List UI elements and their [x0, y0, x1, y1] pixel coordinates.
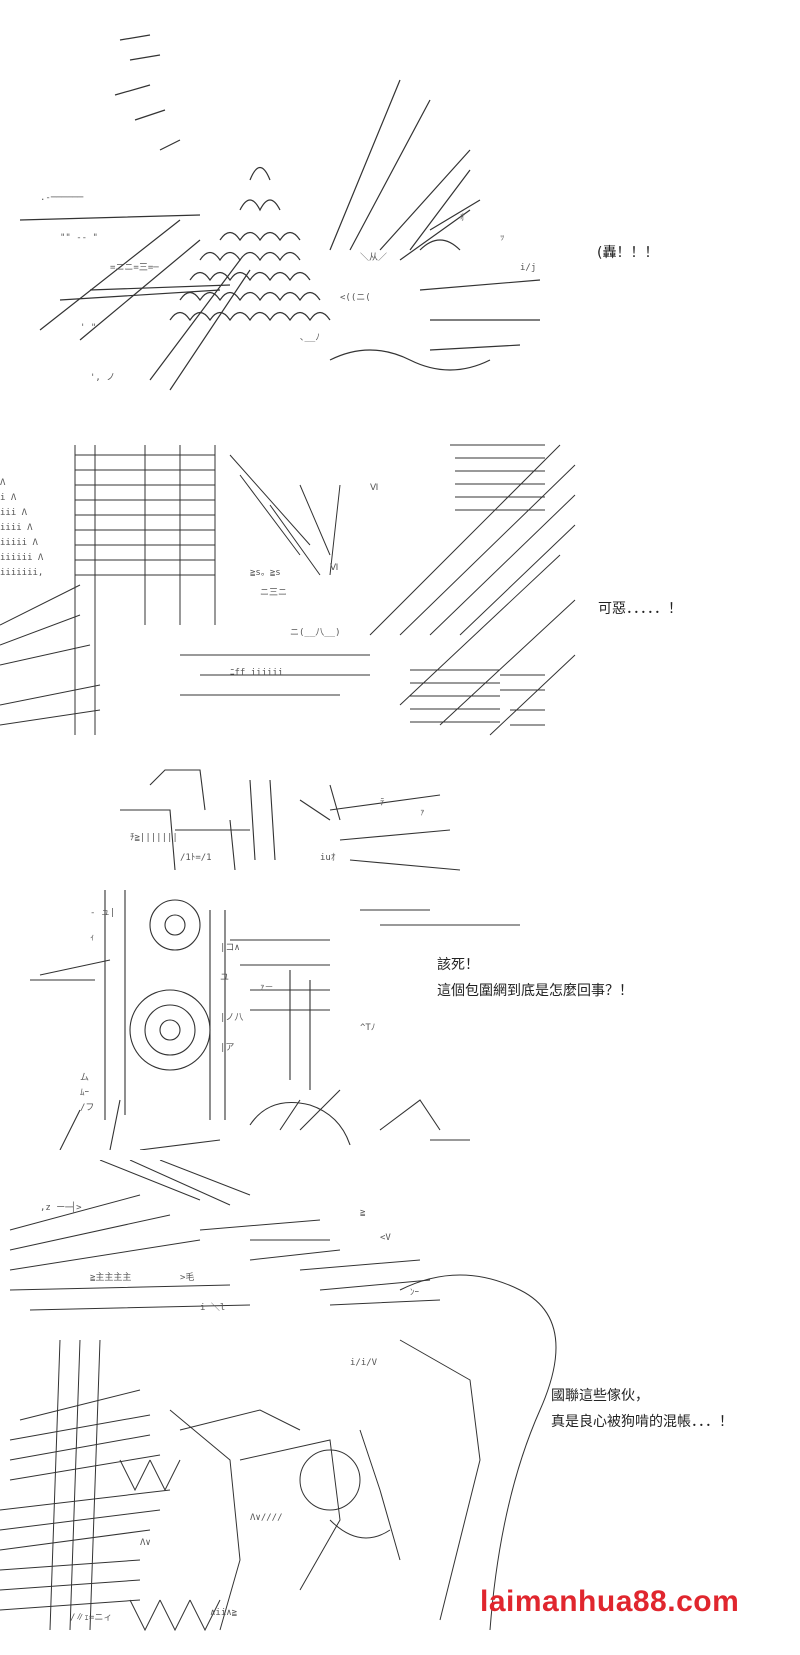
svg-text:iiii Λ: iiii Λ [0, 523, 33, 533]
svg-text:Λ∨////: Λ∨//// [250, 1513, 283, 1523]
svg-text:<V: <V [380, 1233, 391, 1243]
svg-text:≧: ≧ [360, 1208, 366, 1218]
svg-text:/1ﾄ=/1: /1ﾄ=/1 [180, 853, 212, 863]
svg-text:ｧ: ｧ [420, 808, 425, 818]
svg-text:ﾃ: ﾃ [380, 797, 385, 808]
svg-text:i ＼l: i ＼l [200, 1302, 225, 1313]
svg-text:', ノ: ', ノ [90, 373, 115, 383]
svg-text:iiiiiii,: iiiiiii, [0, 568, 43, 578]
dialogue-line: 這個包圍網到底是怎麼回事？！ [437, 983, 633, 999]
svg-text:∧ii∧≧: ∧ii∧≧ [210, 1608, 238, 1618]
dialogue-line: (轟！！！ [597, 245, 659, 261]
svg-text:/∥ｪ=ニィ: /∥ｪ=ニィ [70, 1613, 112, 1623]
svg-text:Λ: Λ [0, 478, 6, 488]
svg-text:|コ∧: |コ∧ [220, 943, 240, 953]
svg-text:=ニニ=三=─: =ニニ=三=─ [110, 263, 159, 273]
svg-text:^Tﾉ: ^Tﾉ [360, 1023, 375, 1033]
dialogue-line: 可惡．．．．．！ [598, 601, 682, 617]
svg-text:/フ: /フ [80, 1103, 94, 1113]
svg-text:i/j: i/j [520, 263, 536, 273]
svg-text:ｨ: ｨ [90, 933, 95, 943]
svg-text:<((ニ(: <((ニ( [340, 293, 371, 303]
svg-text:ム: ム [80, 1072, 89, 1083]
svg-text:iiiiii Λ: iiiiii Λ [0, 553, 44, 563]
svg-text:,z ー─┤>: ,z ー─┤> [40, 1201, 82, 1213]
panel-mecha: ﾁ≧||||||| /1ﾄ=/1 iuｵ - ュ| ｨ |コ∧ ユ ｧ－ |ノ八… [0, 760, 800, 1150]
svg-text:i Λ: i Λ [0, 493, 17, 503]
svg-text:ﾆff iiiiii: ﾆff iiiiii [230, 668, 283, 678]
dialogue-line: 該死！ [437, 957, 479, 973]
svg-text:iiiii Λ: iiiii Λ [0, 538, 39, 548]
svg-text:ｧ－: ｧ－ [260, 983, 274, 993]
panel-explosion: .-────── "" -- " =ニニ=三=─ <((ニ( ＼从／ ' " ｵ… [0, 0, 800, 420]
panel-entangled: ,z ー─┤> ≧主主主主 >毛 i ＼l ≧ <V ﾝｰ i/i/V /∥ｪ=… [0, 1160, 800, 1655]
svg-text:>毛: >毛 [180, 1271, 194, 1283]
svg-text:ﾑｰ: ﾑｰ [80, 1088, 90, 1098]
beam-clash-ascii-art: Λ i Λ iii Λ iiii Λ iiiii Λ iiiiii Λ iiii… [0, 444, 576, 736]
explosion-ascii-art: .-────── "" -- " =ニニ=三=─ <((ニ( ＼从／ ' " ｵ… [19, 34, 541, 391]
svg-text:≧s。≧s: ≧s。≧s [250, 568, 281, 578]
svg-text:＼从／: ＼从／ [360, 252, 387, 263]
dialogue-line: 真是良心被狗啃的混帳．．．！ [551, 1414, 733, 1430]
svg-text:"" -- ": "" -- " [60, 233, 98, 243]
svg-text:≧主主主主: ≧主主主主 [90, 1271, 131, 1283]
svg-text:iuｵ: iuｵ [320, 852, 336, 863]
entangled-ascii-art: ,z ー─┤> ≧主主主主 >毛 i ＼l ≧ <V ﾝｰ i/i/V /∥ｪ=… [0, 1160, 557, 1632]
svg-text:ﾝｰ: ﾝｰ [410, 1288, 420, 1298]
svg-text:iii Λ: iii Λ [0, 508, 28, 518]
svg-text:ニ三ニ: ニ三ニ [260, 588, 287, 598]
svg-text:ｯ: ｯ [500, 233, 505, 243]
svg-text:Λ∨: Λ∨ [140, 1538, 151, 1548]
svg-text:ニ(__八__): ニ(__八__) [290, 628, 341, 638]
svg-text:i/i/V: i/i/V [350, 1358, 378, 1368]
dialogue-line: 國聯這些傢伙， [551, 1388, 649, 1404]
panel-beam-clash: Λ i Λ iii Λ iiii Λ iiiii Λ iiiiii Λ iiii… [0, 425, 800, 750]
site-watermark: laimanhua88.com [480, 1585, 740, 1618]
svg-text:､__ﾉ: ､__ﾉ [300, 333, 320, 343]
svg-text:|ノ八: |ノ八 [220, 1013, 243, 1023]
svg-text:Ⅵ: Ⅵ [370, 483, 378, 493]
svg-text:ﾁ≧|||||||: ﾁ≧||||||| [130, 832, 178, 843]
svg-text:.-──────: .-────── [40, 193, 84, 203]
svg-text:' ": ' " [80, 323, 96, 333]
svg-text:- ュ|: - ュ| [90, 908, 115, 918]
svg-text:|ア: |ア [220, 1043, 234, 1053]
svg-text:ｵ: ｵ [460, 212, 465, 223]
mecha-ascii-art: ﾁ≧||||||| /1ﾄ=/1 iuｵ - ュ| ｨ |コ∧ ユ ｧ－ |ノ八… [30, 769, 520, 1150]
svg-text:ユ: ユ [220, 973, 229, 983]
svg-text:Ⅵ: Ⅵ [330, 563, 338, 573]
